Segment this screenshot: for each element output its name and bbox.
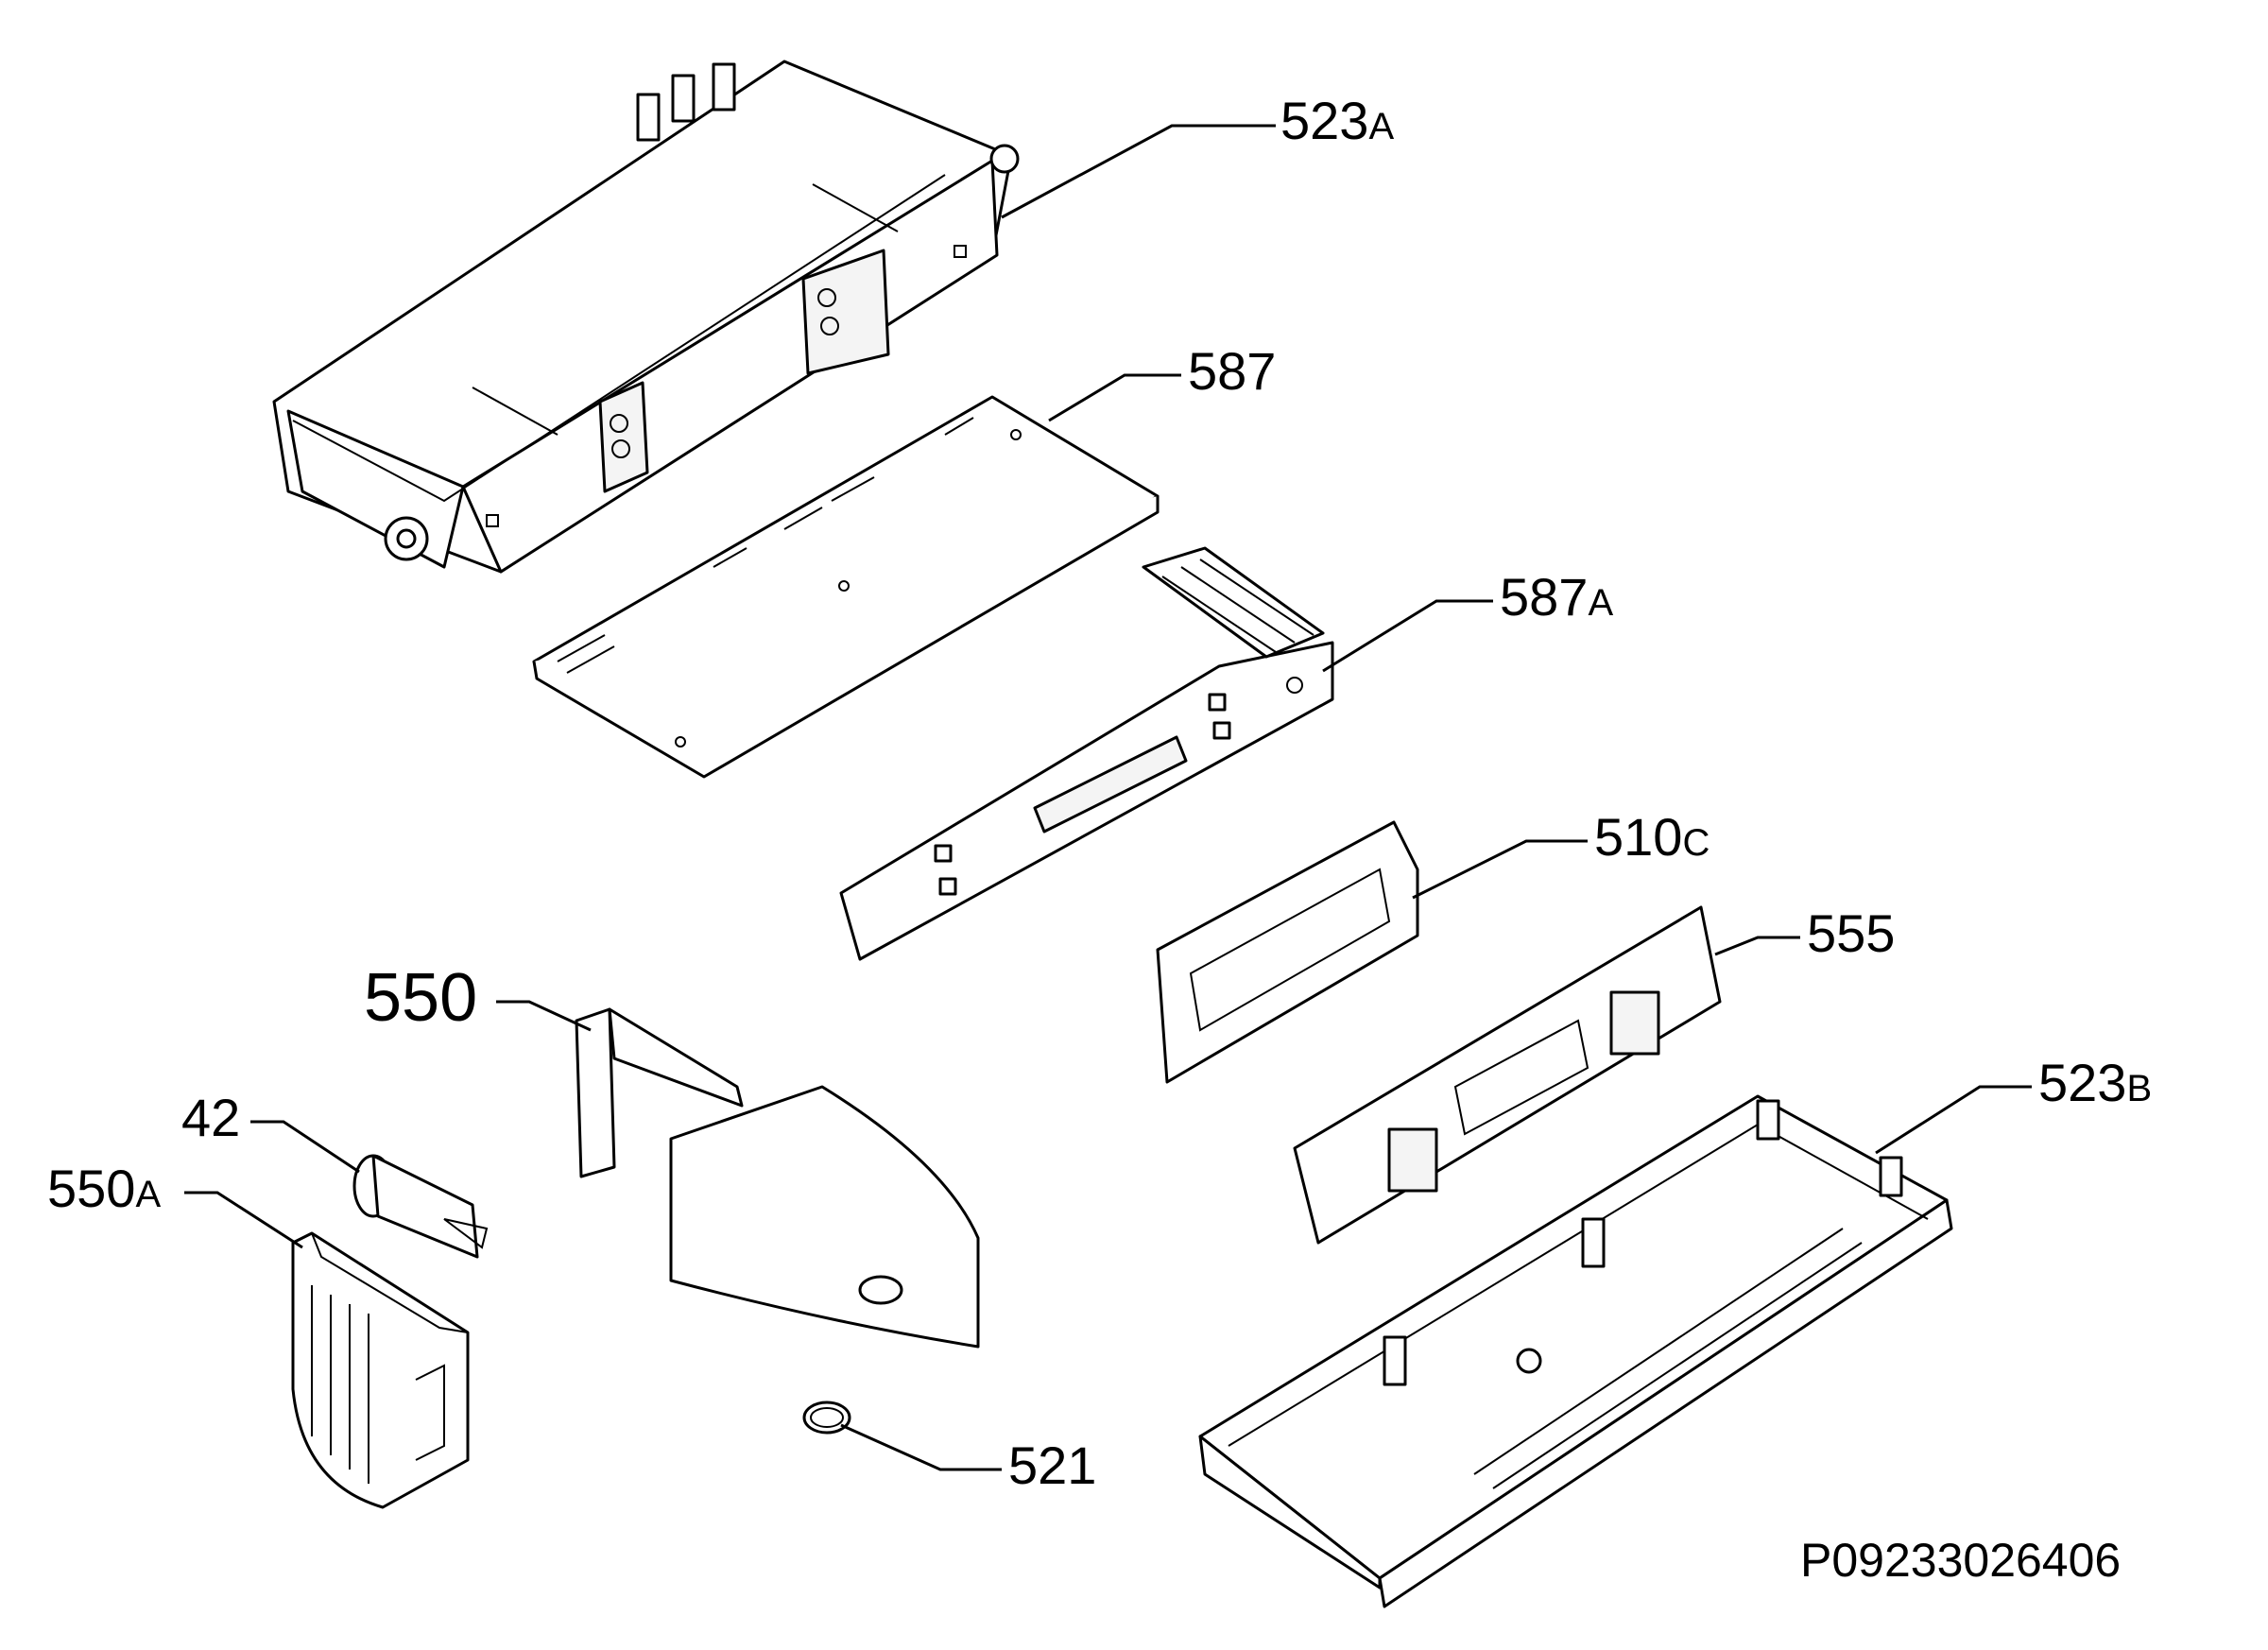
part-523b-tray <box>1198 1094 1953 1608</box>
label-521: 521 <box>1008 1435 1097 1495</box>
leader-42 <box>250 1120 360 1174</box>
part-587-board <box>532 395 1160 779</box>
part-550a-end-cap <box>291 1231 470 1509</box>
part-510c-display <box>1156 820 1419 1084</box>
label-523a: 523A <box>1280 91 1395 150</box>
leader-550 <box>496 1000 592 1032</box>
leader-587a <box>1322 599 1493 673</box>
part-555-keypad-frame <box>1293 905 1722 1245</box>
leader-587 <box>1048 373 1181 422</box>
leader-555 <box>1714 936 1800 956</box>
label-42: 42 <box>181 1088 241 1147</box>
part-550-cover <box>575 1007 980 1349</box>
label-523b: 523B <box>2038 1053 2153 1112</box>
leader-523a <box>1001 124 1276 219</box>
label-587: 587 <box>1188 341 1277 401</box>
label-555: 555 <box>1807 903 1896 963</box>
leader-521 <box>840 1423 1002 1471</box>
leader-510c <box>1412 839 1588 900</box>
leader-lines <box>184 124 2032 1471</box>
label-550a: 550A <box>47 1159 162 1218</box>
label-510c: 510C <box>1594 807 1710 867</box>
label-550: 550 <box>364 960 478 1036</box>
drawing-reference-number: P09233026406 <box>1800 1534 2122 1587</box>
label-587a: 587A <box>1500 567 1614 627</box>
part-521-ring <box>802 1401 851 1435</box>
leader-523b <box>1875 1085 2032 1155</box>
part-42-lamp-holder <box>352 1154 489 1259</box>
part-587a-control-board <box>839 546 1334 961</box>
part-523a-housing <box>272 60 1020 574</box>
leader-550a <box>184 1191 303 1249</box>
